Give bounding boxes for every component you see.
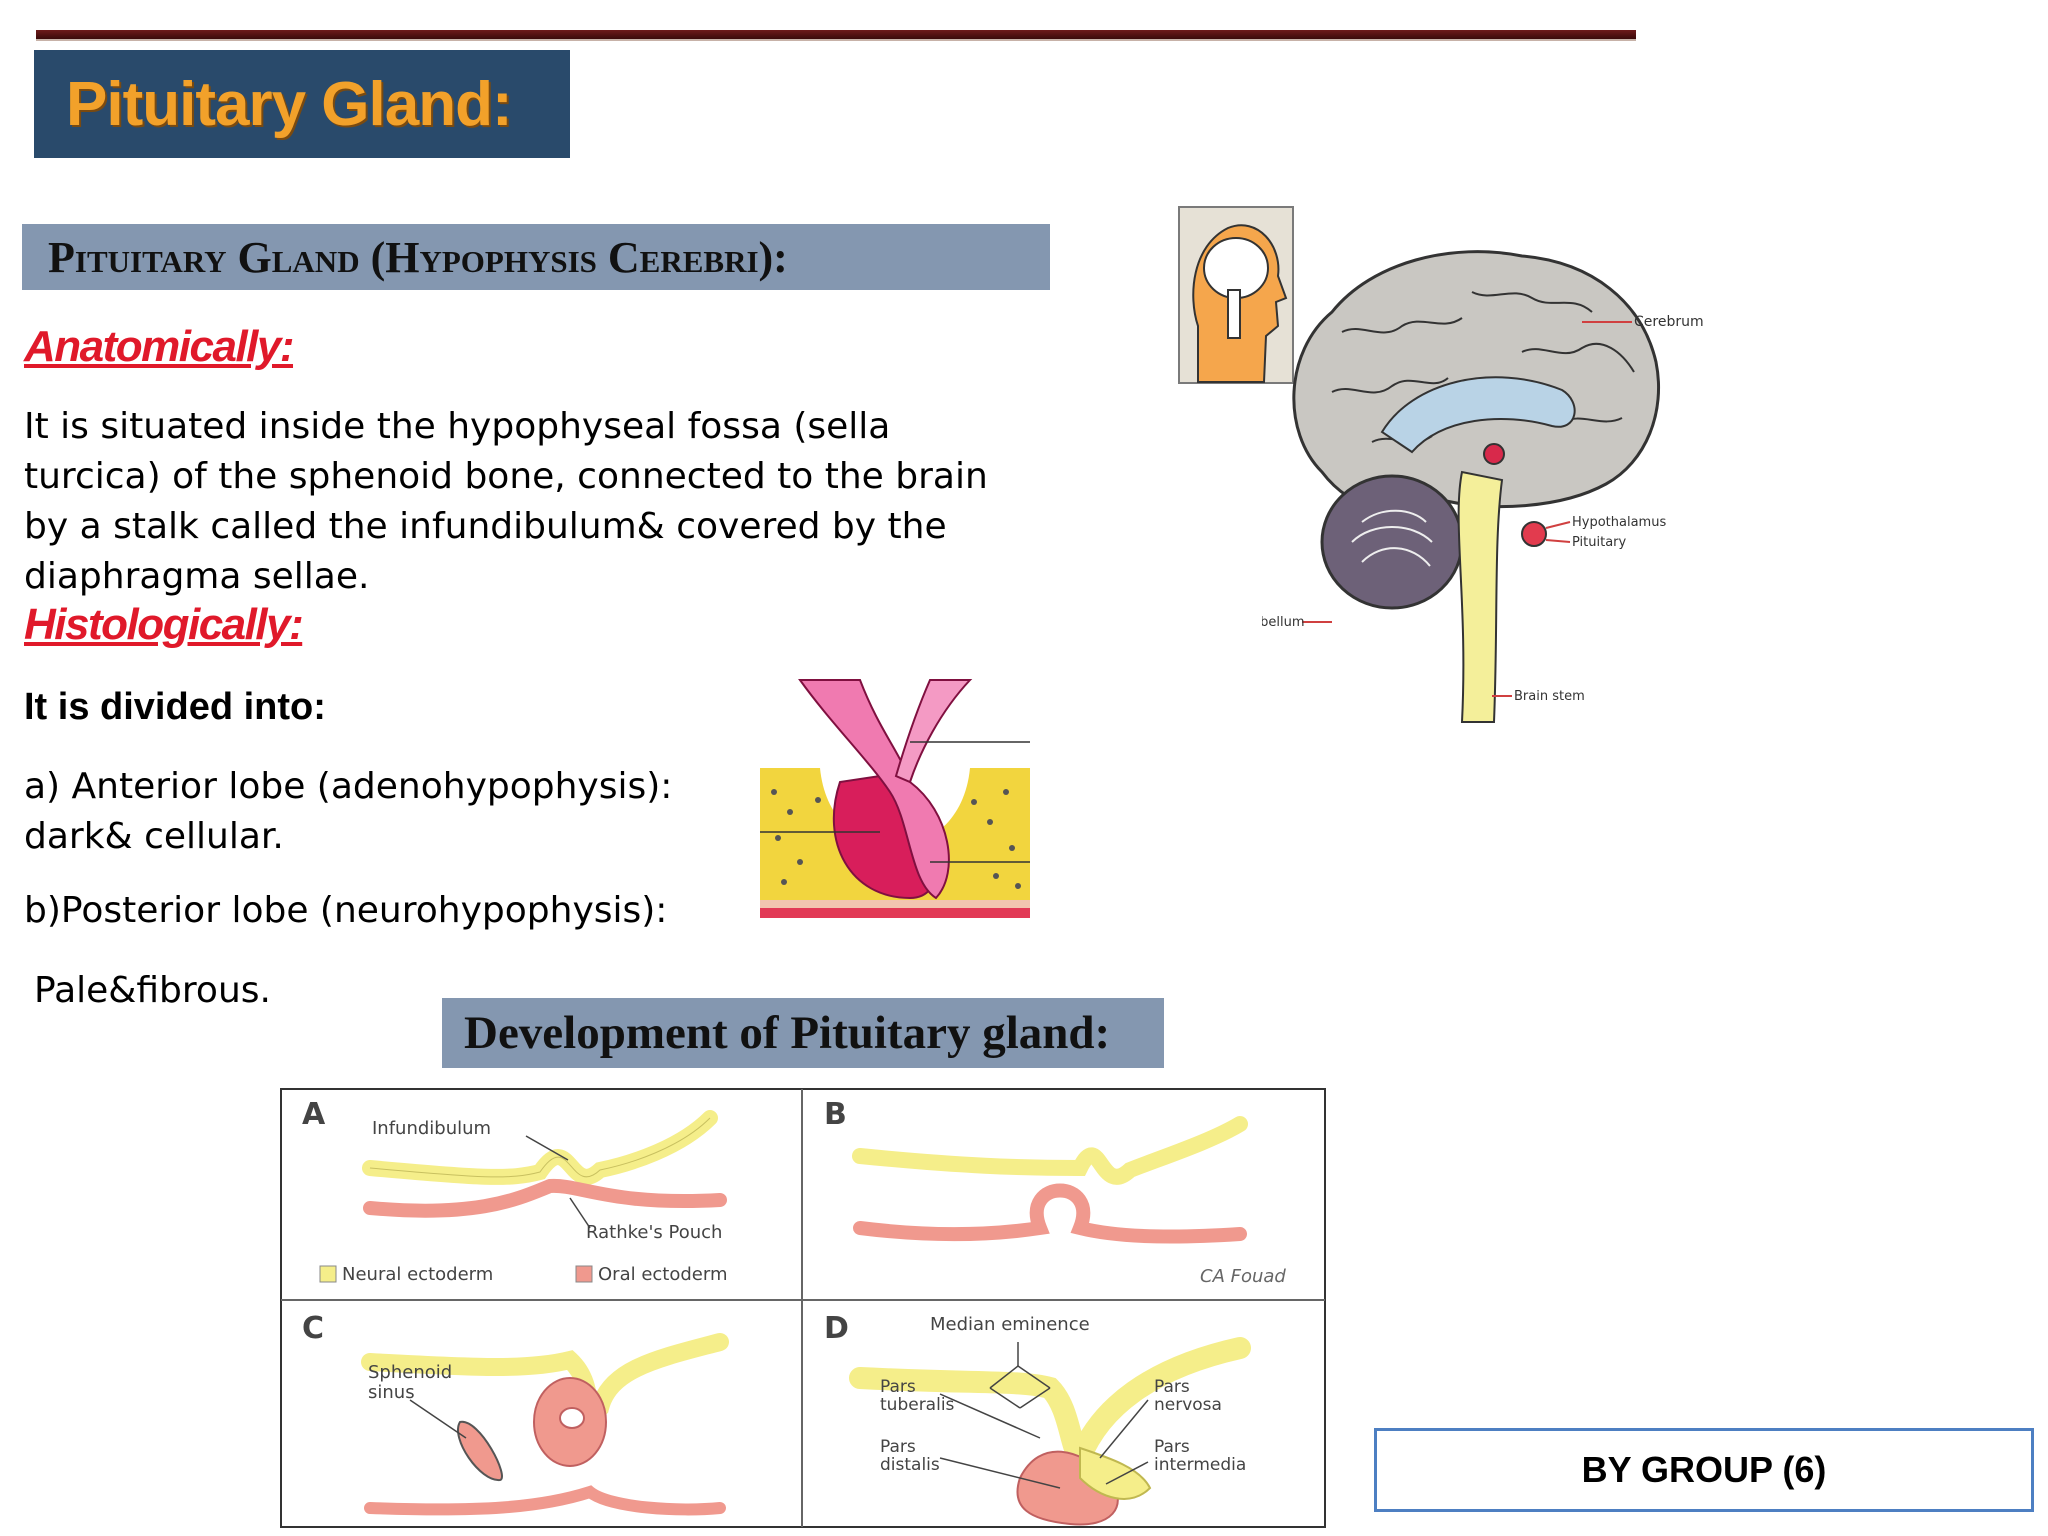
top-rule xyxy=(36,30,1636,41)
label-pars-nervosa-1: Pars xyxy=(1154,1377,1190,1397)
head-thumbnail-figure xyxy=(1178,206,1294,384)
signature: CA Fouad xyxy=(1200,1266,1286,1287)
page-title-banner: Pituitary Gland: xyxy=(34,50,570,158)
anterior-lobe-text: a) Anterior lobe (adenohypophysis): dark… xyxy=(24,762,672,862)
panel-c: C Sphenoid sinus xyxy=(302,1311,729,1516)
label-pars-nervosa-2: nervosa xyxy=(1154,1395,1222,1415)
development-heading: Development of Pituitary gland: xyxy=(464,1007,1111,1059)
page-title: Pituitary Gland: xyxy=(66,69,513,139)
divided-into-text: It is divided into: xyxy=(24,686,326,728)
label-median-eminence: Median eminence xyxy=(930,1314,1090,1335)
anatomically-heading: Anatomically: xyxy=(24,322,295,371)
legend-neural-ectoderm: Neural ectoderm xyxy=(342,1264,493,1285)
label-pars-tuberalis-1: Pars xyxy=(880,1377,916,1397)
development-heading-bar: Development of Pituitary gland: xyxy=(442,998,1164,1068)
label-pars-tuberalis-2: tuberalis xyxy=(880,1395,955,1415)
label-pars-intermedia-2: intermedia xyxy=(1154,1455,1246,1475)
panel-c-letter: C xyxy=(302,1311,324,1346)
label-cerebellum: Cerebellum xyxy=(1262,615,1305,630)
label-cerebrum: Cerebrum xyxy=(1634,314,1704,330)
panel-b: B CA Fouad xyxy=(824,1097,1286,1287)
label-rathkes-pouch: Rathke's Pouch xyxy=(586,1222,722,1243)
legend-oral-ectoderm: Oral ectoderm xyxy=(598,1264,727,1285)
anatomy-line: turcica) of the sphenoid bone, connected… xyxy=(24,456,988,497)
label-sinus: sinus xyxy=(368,1382,415,1403)
section-heading: Pituitary Gland (Hypophysis Cerebri): xyxy=(48,232,788,282)
label-pars-distalis-1: Pars xyxy=(880,1437,916,1457)
label-infundibulum: Infundibulum xyxy=(372,1118,491,1139)
label-pars-distalis-2: distalis xyxy=(880,1455,940,1475)
posterior-lobe-desc: Pale&fibrous. xyxy=(34,970,271,1011)
label-hypothalamus: Hypothalamus xyxy=(1572,515,1666,530)
development-diagram: A Infundibulum Rathke's Pouch Neural ect… xyxy=(280,1088,1326,1528)
anterior-line: a) Anterior lobe (adenohypophysis): xyxy=(24,766,673,807)
panel-a-letter: A xyxy=(302,1097,326,1132)
anatomy-line: by a stalk called the infundibulum& cove… xyxy=(24,506,947,547)
panel-a: A Infundibulum Rathke's Pouch Neural ect… xyxy=(302,1097,727,1285)
label-pituitary: Pituitary xyxy=(1572,535,1627,550)
histologically-heading: Histologically: xyxy=(24,600,304,649)
anterior-line: dark& cellular. xyxy=(24,816,284,857)
posterior-lobe-text: b)Posterior lobe (neurohypophysis): xyxy=(24,890,668,931)
panel-d-letter: D xyxy=(824,1311,849,1346)
anatomy-line: It is situated inside the hypophyseal fo… xyxy=(24,406,891,447)
label-brain-stem: Brain stem xyxy=(1514,689,1585,704)
label-pars-intermedia-1: Pars xyxy=(1154,1437,1190,1457)
panel-d: D Median eminence Pars tuberalis Pars di… xyxy=(824,1311,1251,1526)
panel-b-letter: B xyxy=(824,1097,847,1132)
section-heading-bar: Pituitary Gland (Hypophysis Cerebri): xyxy=(22,224,1050,290)
brain-sagittal-figure: Cerebrum Hypothalamus Pituitary Cerebell… xyxy=(1262,250,1704,723)
label-sphenoid: Sphenoid xyxy=(368,1362,452,1383)
pituitary-section-figure xyxy=(760,679,1030,918)
anatomy-line: diaphragma sellae. xyxy=(24,556,370,597)
anatomy-paragraph: It is situated inside the hypophyseal fo… xyxy=(24,402,1084,602)
group-label-box: BY GROUP (6) xyxy=(1374,1428,2034,1512)
group-label: BY GROUP (6) xyxy=(1581,1449,1827,1490)
